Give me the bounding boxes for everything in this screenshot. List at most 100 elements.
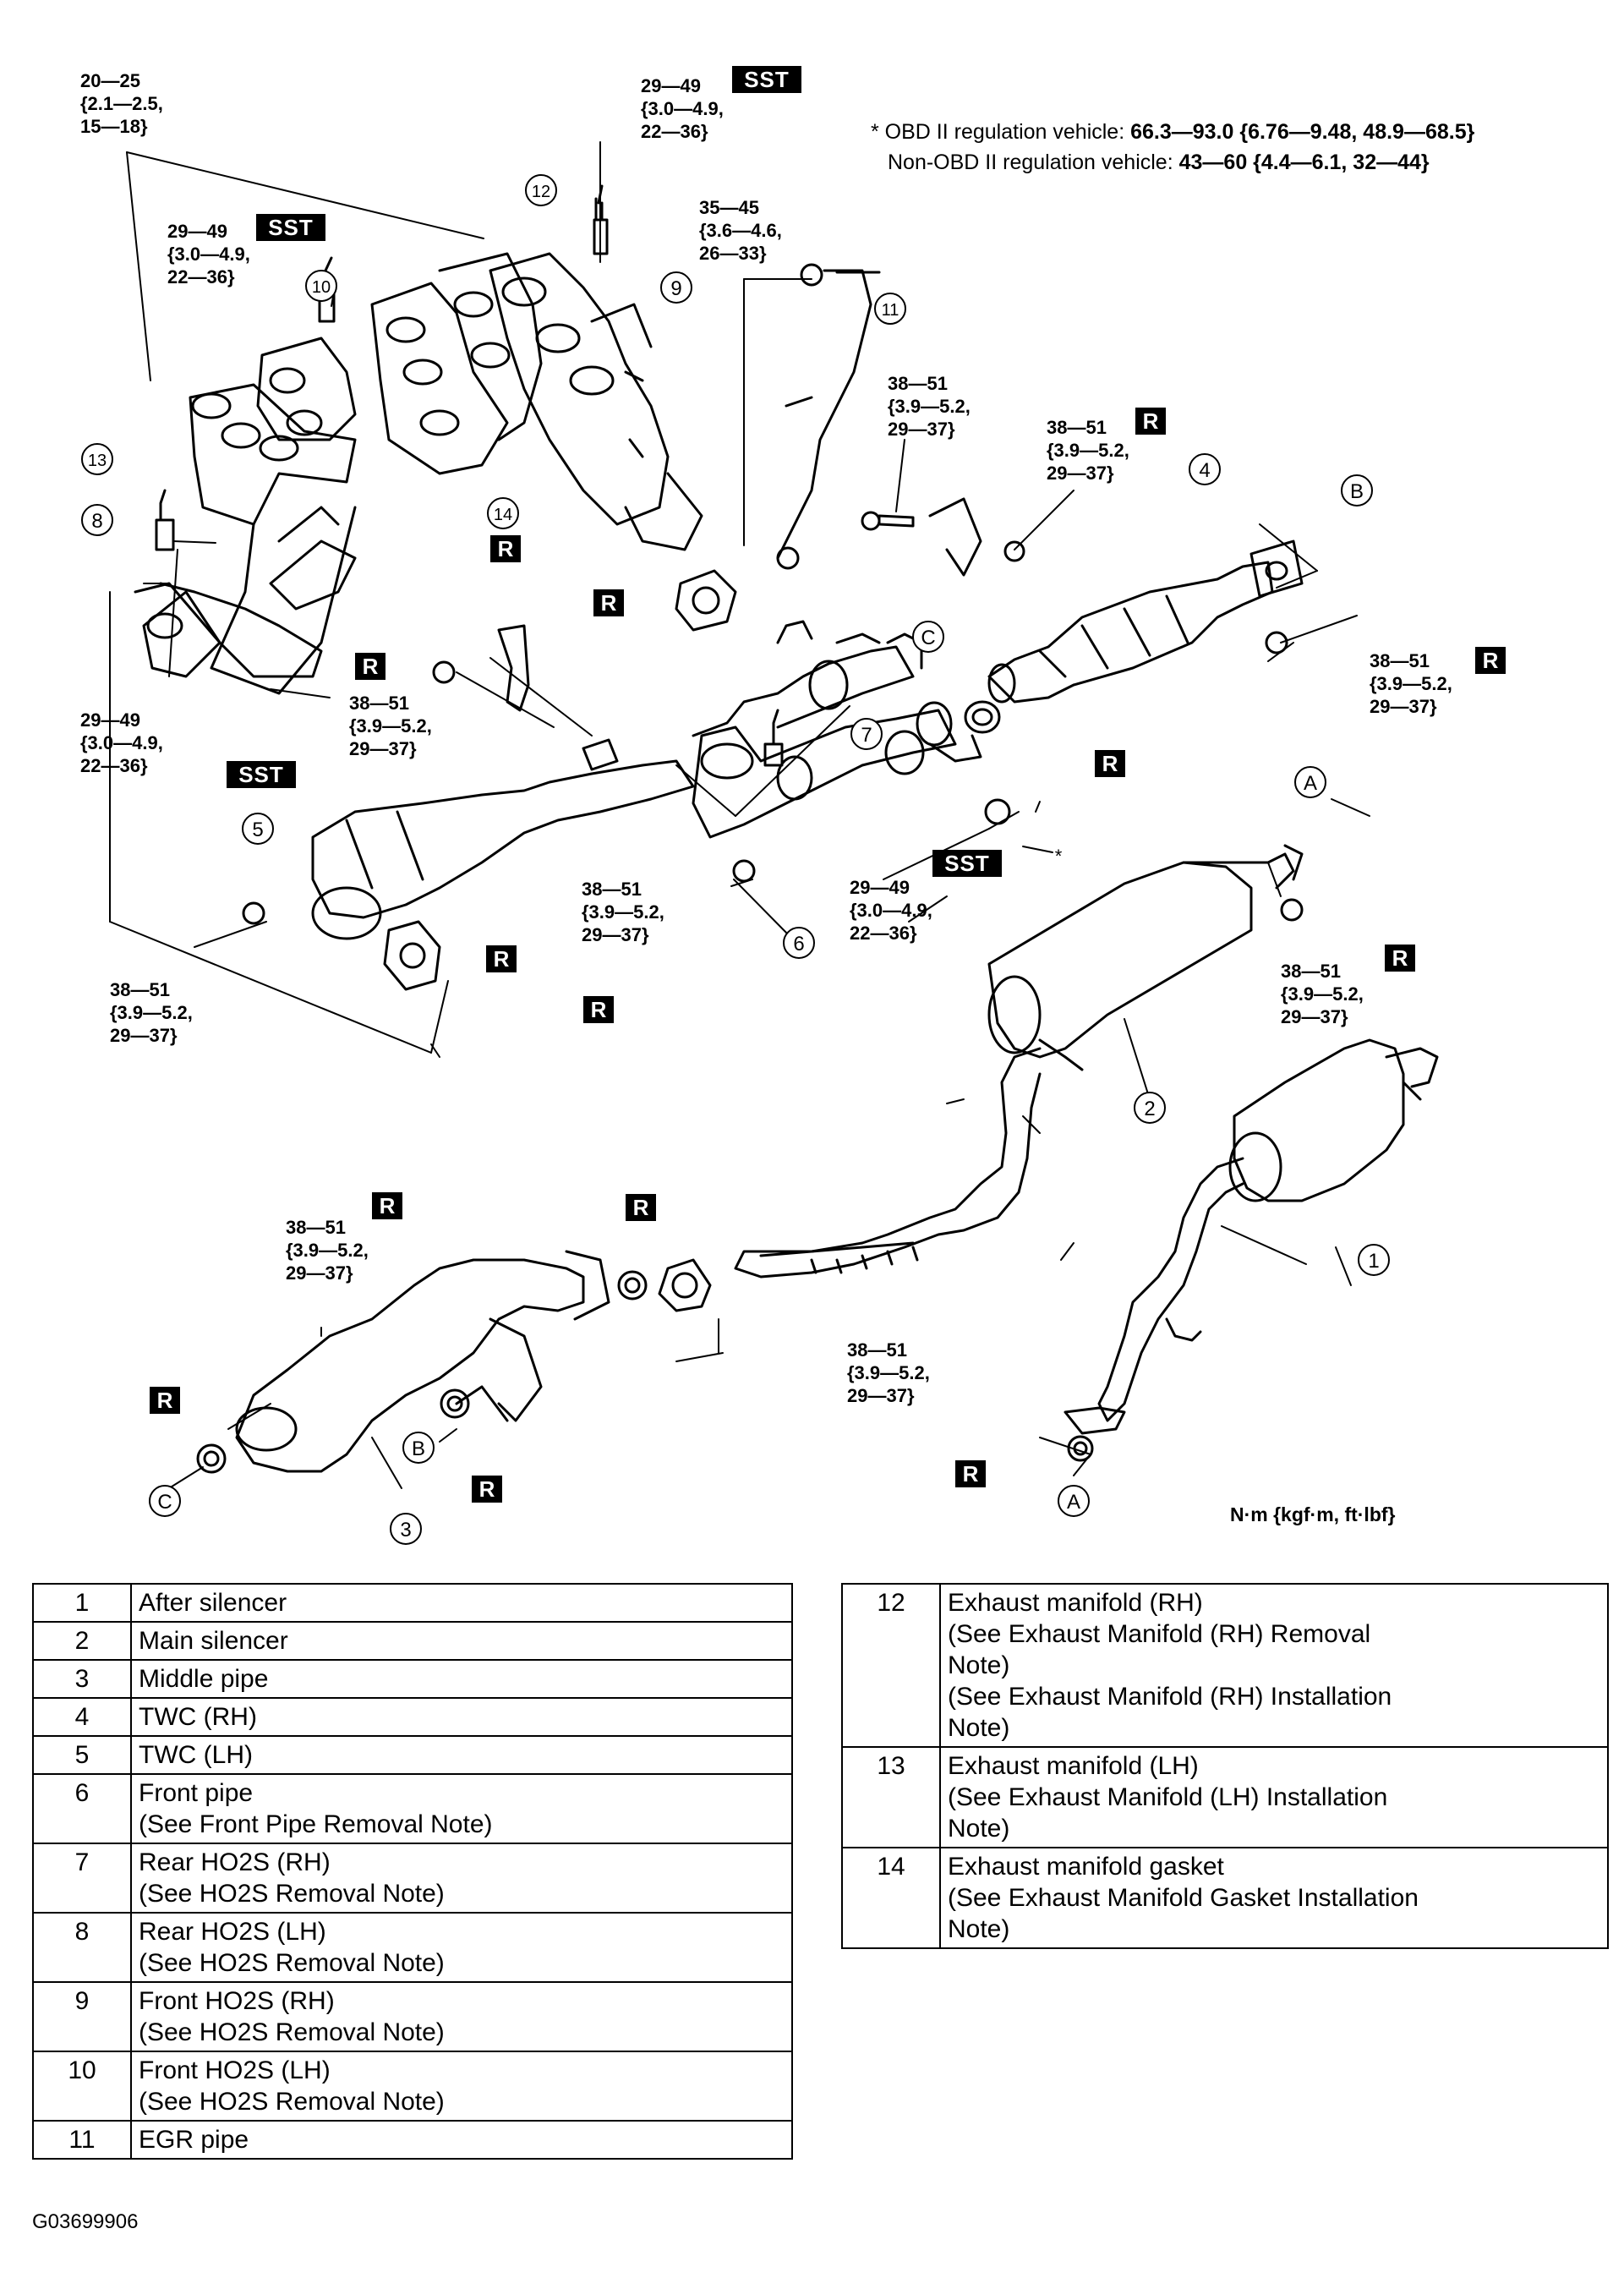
torque-rear-ho2s-rh: 29—49 {3.0—4.9, 22—36}	[850, 877, 932, 944]
replace-tag: R	[583, 996, 614, 1023]
legend-part-number: 3	[32, 1659, 132, 1699]
legend-part-name: Exhaust manifold (LH) (See Exhaust Manif…	[939, 1746, 1609, 1848]
legend-part-number: 1	[32, 1583, 132, 1623]
legend-part-name: After silencer	[130, 1583, 793, 1623]
torque-middle-pipe-left: 38—51 {3.9—5.2, 29—37}	[286, 1217, 369, 1284]
replace-tag: R	[626, 1194, 656, 1221]
legend-part-name: Rear HO2S (LH) (See HO2S Removal Note)	[130, 1912, 793, 1983]
callout-labels: 1 2 3 4 5 6 7 8 9 10 11 12 13 14 B A C A…	[88, 183, 1380, 1541]
sst-tag: SST	[932, 850, 1002, 877]
legend-part-name: TWC (LH)	[130, 1735, 793, 1775]
sst-tag: SST	[256, 214, 325, 241]
clamp-drawing	[861, 497, 1025, 577]
callout-8: 8	[91, 510, 102, 533]
legend-part-number: 6	[32, 1773, 132, 1844]
replace-tag: R	[486, 945, 517, 972]
torque-front-ho2s-lh: 29—49 {3.0—4.9, 22—36}	[167, 221, 250, 287]
callout-10: 10	[312, 278, 331, 297]
callout-9: 9	[670, 277, 681, 300]
legend-part-name: EGR pipe	[130, 2120, 793, 2160]
legend-part-name: Exhaust manifold (RH) (See Exhaust Manif…	[939, 1583, 1609, 1748]
main-silencer-drawing	[734, 844, 1304, 1279]
replace-tag: R	[1095, 750, 1125, 777]
legend-part-number: 7	[32, 1843, 132, 1914]
legend-part-number: 13	[841, 1746, 941, 1848]
letter-a-bottom: A	[1067, 1491, 1080, 1514]
replace-tag: R	[593, 589, 624, 616]
legend-part-number: 8	[32, 1912, 132, 1983]
torque-twc-rh: 38—51 {3.9—5.2, 29—37}	[1370, 650, 1452, 717]
torque-rear-ho2s-lh: 29—49 {3.0—4.9, 22—36}	[80, 709, 163, 776]
callout-3: 3	[400, 1519, 411, 1541]
manifold-gasket-drawing	[256, 252, 543, 475]
obd-note: * OBD II regulation vehicle: 66.3—93.0 {…	[871, 118, 1474, 145]
legend-part-name: Front HO2S (LH) (See HO2S Removal Note)	[130, 2051, 793, 2122]
callout-circles	[81, 174, 1390, 1545]
torque-egr-clamp: 38—51 {3.9—5.2, 29—37}	[888, 373, 971, 440]
sst-tag: SST	[732, 66, 801, 93]
legend-part-number: 10	[32, 2051, 132, 2122]
callout-14: 14	[494, 506, 512, 524]
legend-part-name: TWC (RH)	[130, 1697, 793, 1737]
legend-part-name: Rear HO2S (RH) (See HO2S Removal Note)	[130, 1843, 793, 1914]
torque-bracket: 38—51 {3.9—5.2, 29—37}	[349, 693, 432, 759]
legend-part-number: 11	[32, 2120, 132, 2160]
letter-a-top: A	[1304, 772, 1317, 795]
callout-2: 2	[1144, 1098, 1155, 1120]
letter-c-bottom: C	[157, 1491, 172, 1514]
replace-tag: R	[355, 653, 385, 680]
torque-egr-pipe: 35—45 {3.6—4.6, 26—33}	[699, 197, 782, 264]
replace-tag: R	[490, 535, 521, 562]
figure-code: G03699906	[32, 2210, 139, 2233]
callout-11: 11	[882, 301, 899, 320]
torque-front-pipe-nut: 38—51 {3.9—5.2, 29—37}	[582, 879, 664, 945]
replace-tag: R	[150, 1387, 180, 1414]
legend-part-name: Front pipe (See Front Pipe Removal Note)	[130, 1773, 793, 1844]
legend-part-number: 9	[32, 1981, 132, 2052]
torque-unit-label: N·m {kgf·m, ft·lbf}	[1230, 1503, 1396, 1525]
twc-rh-drawing	[987, 539, 1304, 704]
callout-1: 1	[1368, 1250, 1379, 1273]
small-gaskets	[196, 569, 1304, 1474]
legend-part-number: 2	[32, 1621, 132, 1661]
manifold-lh-drawing	[134, 383, 357, 695]
torque-main-silencer: 38—51 {3.9—5.2, 29—37}	[1281, 961, 1364, 1027]
torque-egr-clamp-nut: 38—51 {3.9—5.2, 29—37}	[1047, 417, 1129, 484]
after-silencer-drawing	[1064, 1038, 1439, 1435]
non-obd-note-label: Non-OBD II regulation vehicle:	[888, 151, 1179, 174]
replace-tag: R	[372, 1192, 402, 1219]
front-pipe-drawing	[692, 620, 1011, 883]
sensor-drawings	[155, 184, 784, 767]
manifold-rh-drawing	[489, 252, 703, 551]
torque-middle-pipe-right: 38—51 {3.9—5.2, 29—37}	[847, 1339, 930, 1406]
middle-pipe-drawing	[235, 1250, 712, 1473]
exhaust-system-diagram: 1 2 3 4 5 6 7 8 9 10 11 12 13 14 B A C A…	[81, 141, 1439, 1545]
legend-part-name: Front HO2S (RH) (See HO2S Removal Note)	[130, 1981, 793, 2052]
legend-part-number: 4	[32, 1697, 132, 1737]
legend-part-number: 5	[32, 1735, 132, 1775]
replace-tag: R	[955, 1460, 986, 1487]
asterisk-mark: *	[1055, 846, 1063, 867]
non-obd-note: Non-OBD II regulation vehicle: 43—60 {4.…	[888, 149, 1430, 176]
legend-part-number: 14	[841, 1847, 941, 1949]
replace-tag: R	[1475, 647, 1506, 674]
callout-13: 13	[88, 452, 107, 470]
callout-7: 7	[861, 724, 872, 747]
replace-tag: R	[472, 1476, 502, 1503]
torque-manifold-nut: 20—25 {2.1—2.5, 15—18}	[80, 70, 163, 137]
bracket-drawing	[432, 624, 619, 771]
